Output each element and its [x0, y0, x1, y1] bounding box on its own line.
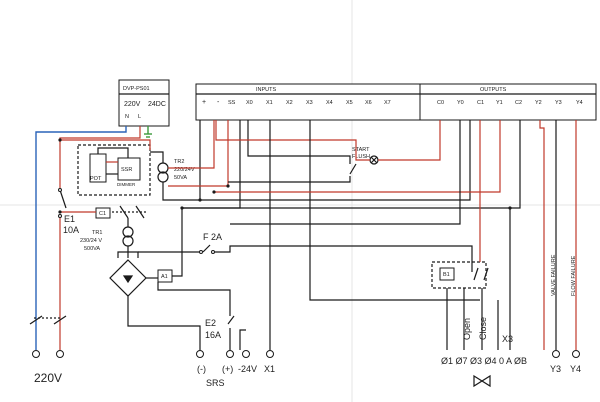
plc-l-label: L	[138, 114, 141, 120]
terminal-l	[56, 350, 64, 358]
input-terminal: X5	[346, 100, 353, 106]
actuator-labels: Open Close X3 Ø1 Ø7 Ø3 Ø4 0 A ØB	[441, 317, 527, 388]
c1-contactor: C1	[60, 205, 146, 219]
plc-n-label: N	[125, 114, 129, 120]
output-terminal: Y0	[457, 100, 464, 106]
output-terminal: Y1	[496, 100, 503, 106]
plc-220v-label: 220V	[124, 101, 141, 108]
outputs-header: OUTPUTS	[480, 87, 507, 93]
output-terminal: C0	[437, 100, 444, 106]
output-terminal: Y3	[555, 100, 562, 106]
ssr-label: SSR	[121, 167, 132, 173]
pot-label: POT	[90, 176, 102, 182]
e2-rating: 16A	[205, 330, 221, 340]
input-wires	[182, 120, 521, 350]
flush-label: FLUSH	[352, 154, 370, 160]
terminal-plus	[226, 350, 234, 358]
terminal-y3	[552, 350, 560, 358]
supply-wires	[35, 126, 152, 350]
tr1-rating: 500VA	[84, 246, 100, 252]
e2-breaker: E2 16A	[157, 282, 235, 350]
e1-rating: 10A	[63, 225, 79, 235]
inputs-header: INPUTS	[256, 87, 277, 93]
input-terminal-strip: INPUTS + - SS X0 X1 X2 X3 X4 X5 X6 X7	[195, 83, 445, 121]
v24-label: -24V	[238, 364, 257, 374]
a1-label: A1	[161, 274, 168, 280]
c1-label: C1	[99, 211, 106, 217]
output-terminal: Y2	[535, 100, 542, 106]
start-label: START	[352, 147, 370, 153]
srs-label: SRS	[206, 378, 225, 388]
ssr-sub-label: DIMMER	[117, 182, 136, 187]
input-terminal: SS	[228, 100, 236, 106]
e1-label: E1	[64, 214, 75, 224]
terminal-x1	[266, 350, 274, 358]
tr1-label: TR1	[92, 230, 102, 236]
terminal-y4	[572, 350, 580, 358]
input-terminal: -	[217, 99, 220, 106]
close-label: Close	[478, 317, 488, 340]
input-terminal: X7	[384, 100, 391, 106]
b1-relay: B1	[431, 120, 511, 350]
tr2-rating: 50VA	[174, 175, 187, 181]
e2-label: E2	[205, 318, 216, 328]
valve-failure-label: VALVE FAILURE	[551, 254, 557, 296]
input-terminal: X4	[326, 100, 333, 106]
failure-outputs: VALVE FAILURE FLOW FAILURE	[539, 120, 577, 350]
bridge-rectifier	[109, 251, 201, 350]
plc-power-supply: DVP-PS01 220V 24DC N L	[118, 79, 170, 127]
actuator-terminals: Ø1 Ø7 Ø3 Ø4 0 A ØB	[441, 356, 527, 366]
tr2-ratio: 220/24V	[174, 167, 195, 173]
f2a-label: F 2A	[203, 232, 222, 242]
input-terminal: X6	[365, 100, 372, 106]
output-terminal: C1	[477, 100, 484, 106]
plc-24dc-label: 24DC	[148, 101, 166, 108]
input-terminal: X2	[286, 100, 293, 106]
flow-failure-label: FLOW FAILURE	[571, 255, 577, 296]
e1-breaker: E1 10A	[58, 188, 79, 235]
f2a-fuse: F 2A	[138, 232, 473, 272]
output-terminal: Y4	[576, 100, 583, 106]
plus-label: (+)	[222, 364, 233, 374]
y4-label: Y4	[570, 364, 581, 374]
main-switch	[29, 315, 67, 325]
input-terminal: +	[202, 99, 206, 106]
junction-dots	[58, 138, 512, 214]
bottom-terminals: 220V (-) (+) SRS -24V X1 Y3 Y4	[32, 350, 581, 388]
input-terminal: X1	[266, 100, 273, 106]
supply-220v-label: 220V	[34, 371, 62, 385]
terminal-minus	[196, 350, 204, 358]
b1-label: B1	[443, 272, 450, 278]
open-label: Open	[462, 318, 472, 340]
ssr-dimmer-block: POT SSR DIMMER	[60, 139, 151, 196]
output-terminal-strip: OUTPUTS C0 Y0 C1 Y1 C2 Y2 Y3 Y4	[419, 83, 597, 121]
input-terminal: X0	[246, 100, 253, 106]
tr1-ratio: 230/24 V	[80, 238, 102, 244]
x3-label: X3	[502, 334, 513, 344]
output-terminal: C2	[515, 100, 522, 106]
terminal-n	[32, 350, 40, 358]
plc-model-label: DVP-PS01	[123, 86, 150, 92]
x1-label: X1	[264, 364, 275, 374]
tr2-label: TR2	[174, 159, 184, 165]
valve-symbol	[473, 374, 491, 388]
terminal-24v	[242, 350, 250, 358]
y3-label: Y3	[550, 364, 561, 374]
minus-label: (-)	[197, 364, 206, 374]
input-terminal: X3	[306, 100, 313, 106]
start-flush-switch: START FLUSH	[215, 120, 441, 183]
